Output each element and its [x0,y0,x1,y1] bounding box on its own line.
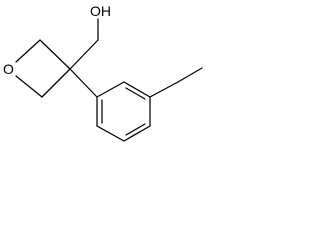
bond-ar-4-5 [123,125,151,142]
structure-diagram: OH O [3,3,203,142]
ring-oxygen-label: O [3,61,14,77]
bond-o-ch2-top [15,39,41,63]
bond-c-quat-ch2-bottom [41,68,71,98]
bond-ch2-bottom-o [15,75,43,98]
benzene-ring [96,81,151,142]
double-bond-ar-2-3 [125,87,146,100]
hydroxyl-label: OH [90,3,111,19]
hydroxymethyl-group [69,18,99,70]
bond-ar-1-2 [96,81,125,98]
methyl-bond-end [177,67,203,83]
oxetane-ring [15,39,71,98]
bond-ar-5-6 [96,125,125,142]
bond-c-quat-ch2oh [69,39,99,70]
bond-c-quat-aryl [69,68,98,98]
bond-ar-2-3 [123,81,151,98]
double-bond-ar-4-5 [125,123,146,136]
bond-ar-methyl [149,81,179,98]
bond-ch2-top-c-quat [39,39,71,70]
